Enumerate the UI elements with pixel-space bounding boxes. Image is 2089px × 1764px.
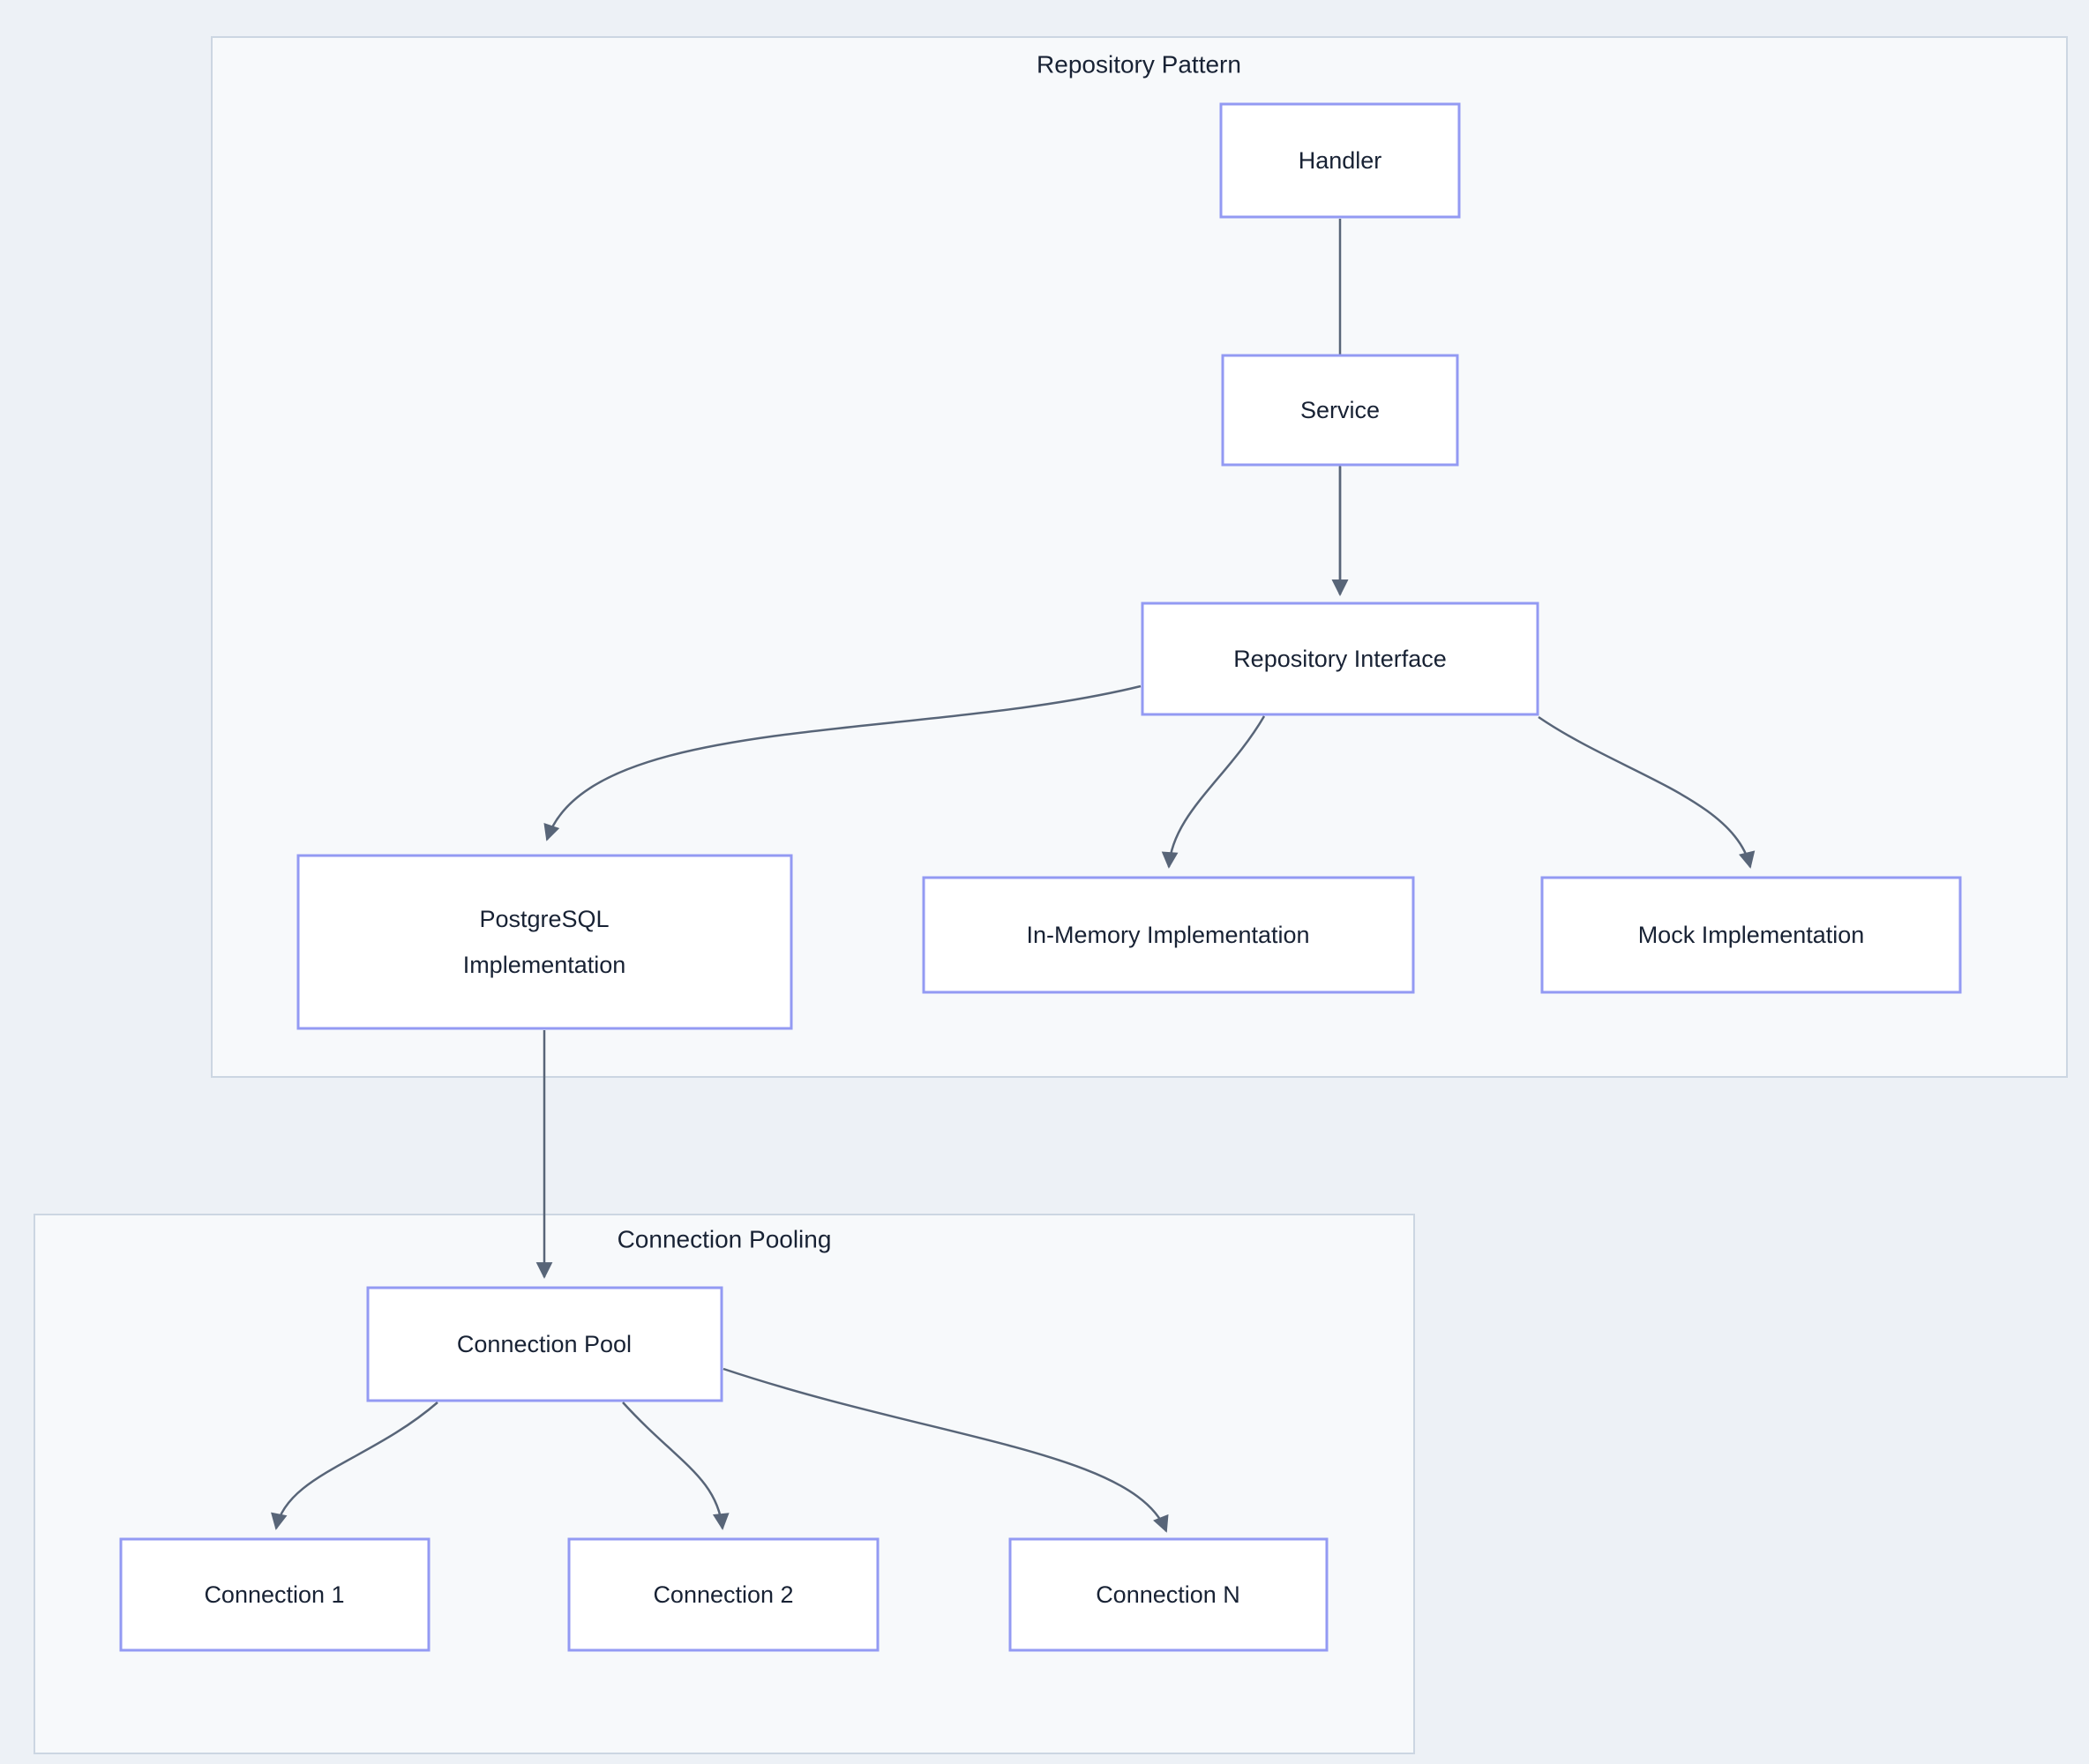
node-inmemory-implementation-label: In-Memory Implementation — [1026, 922, 1309, 948]
node-postgresql-implementation — [296, 854, 793, 1030]
edge-pool-to-conn2 — [622, 1401, 730, 1530]
node-postgresql-implementation-label-line2: Implementation — [463, 952, 626, 978]
edge-pool-to-conn1 — [271, 1401, 438, 1530]
edge-layer — [271, 219, 1756, 1533]
node-repository-interface-label: Repository Interface — [1233, 646, 1447, 672]
node-connection-n-label: Connection N — [1096, 1581, 1240, 1608]
node-handler — [1219, 102, 1461, 219]
edge-interface-to-mock — [1538, 715, 1756, 869]
cluster-connection-pooling-title: Connection Pooling — [618, 1226, 832, 1253]
node-connection-2 — [567, 1537, 880, 1652]
node-postgresql-implementation-label-line1: PostgreSQL — [479, 906, 609, 932]
cluster-connection-pooling — [34, 1214, 1415, 1754]
node-connection-pool — [366, 1286, 723, 1402]
cluster-repository-pattern-title: Repository Pattern — [1037, 51, 1241, 78]
edge-pool-to-connN — [723, 1367, 1169, 1533]
node-connection-1-label: Connection 1 — [204, 1581, 344, 1608]
node-mock-implementation-label: Mock Implementation — [1638, 922, 1865, 948]
node-connection-n — [1008, 1537, 1329, 1652]
node-handler-label: Handler — [1299, 147, 1382, 174]
node-service-label: Service — [1300, 397, 1380, 423]
node-repository-interface — [1141, 602, 1539, 716]
edge-interface-to-postgres — [543, 684, 1142, 841]
node-connection-pool-label: Connection Pool — [457, 1331, 632, 1357]
node-connection-1 — [119, 1537, 431, 1652]
node-service — [1221, 354, 1459, 467]
node-connection-2-label: Connection 2 — [653, 1581, 793, 1608]
edge-interface-to-inmemory — [1161, 715, 1266, 869]
node-inmemory-implementation — [922, 876, 1415, 994]
node-layer: Handler Service Repository Interface Pos… — [119, 102, 1962, 1652]
node-mock-implementation — [1540, 876, 1962, 994]
